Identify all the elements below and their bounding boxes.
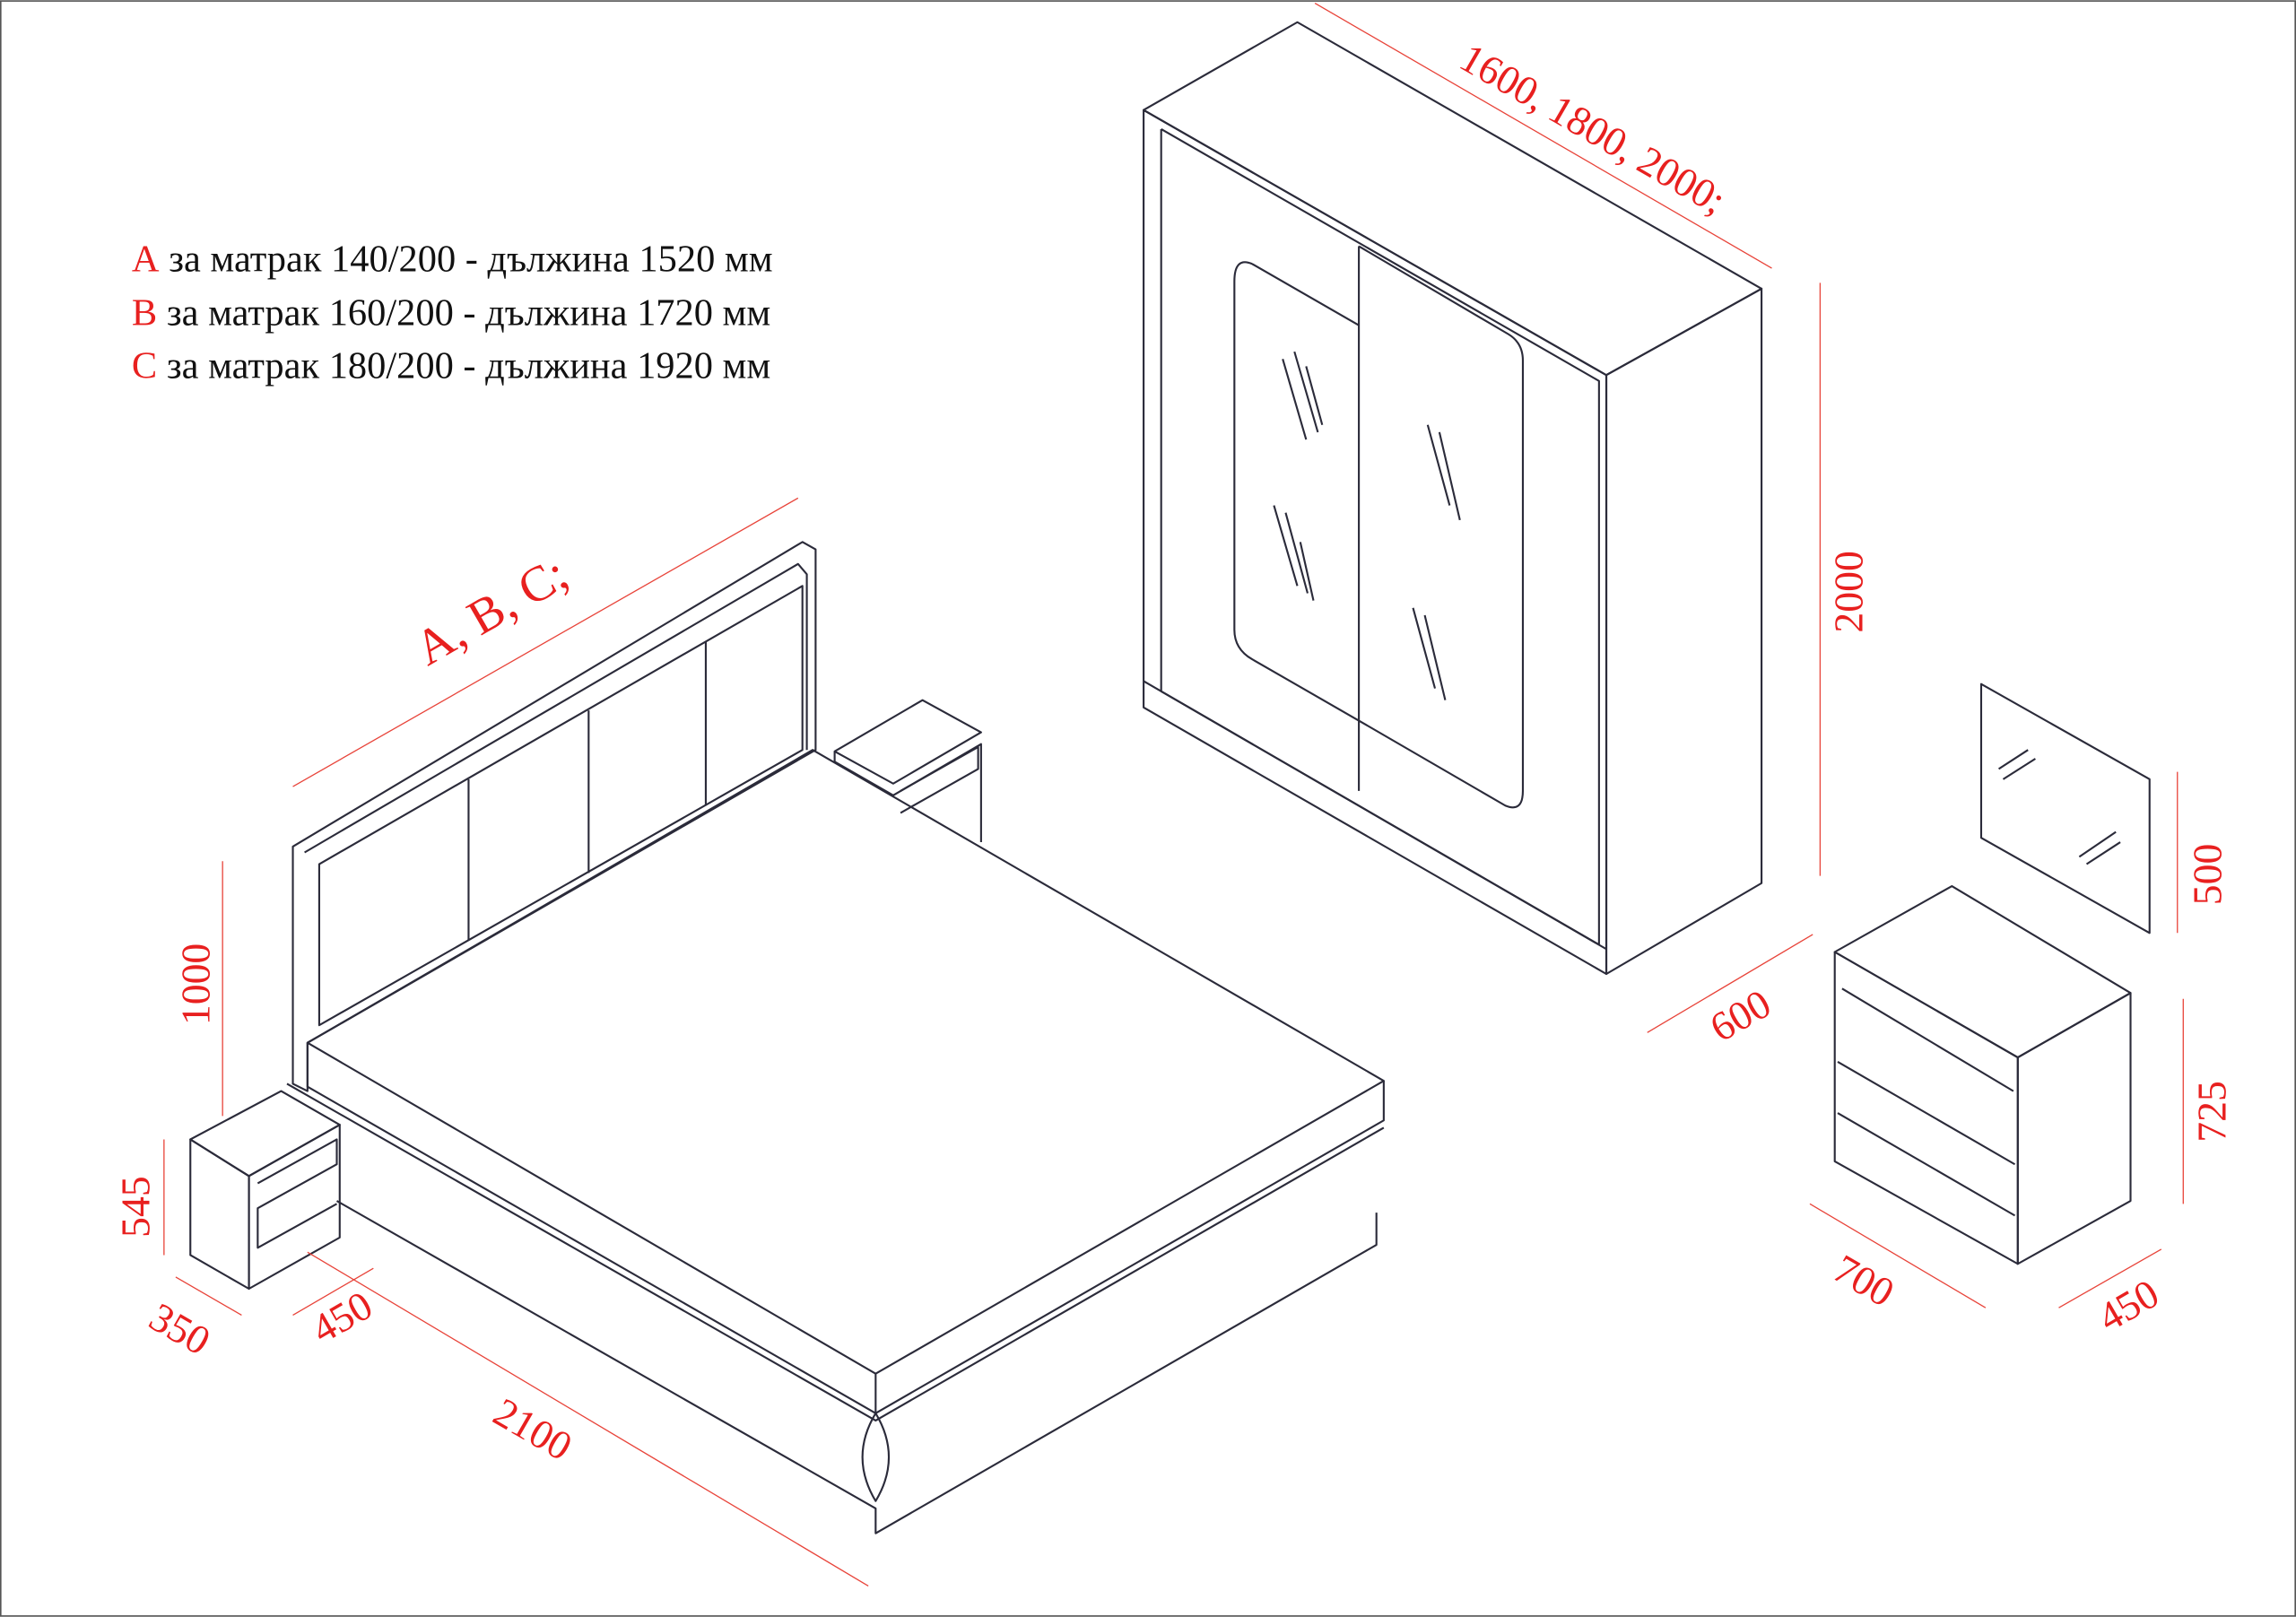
nightstand-front <box>248 1124 341 1291</box>
nightstand-side <box>189 1138 250 1291</box>
label-nightstand-width: 450 <box>304 1282 380 1352</box>
nightstand-body <box>833 743 982 843</box>
bed-base <box>335 1200 1378 1534</box>
label-wardrobe-width: 1600, 1800, 2000; <box>1452 34 1734 222</box>
dim-line-bed-width <box>292 497 799 787</box>
dim-line-wardrobe-width <box>1314 2 1772 269</box>
label-nightstand-depth: 350 <box>142 1293 218 1363</box>
dresser-side <box>2016 992 2132 1265</box>
dresser <box>1833 884 2132 1265</box>
dimension-lines <box>163 2 2184 1587</box>
label-wardrobe-depth: 600 <box>1702 980 1779 1050</box>
wardrobe-mirror <box>1233 245 1525 809</box>
nightstand-drawers <box>257 1138 338 1249</box>
wall-mirror-frame <box>1979 682 2151 935</box>
legend-item-b: B за матрак 160/200 - дължина 1720 мм <box>132 292 770 335</box>
dresser-shelf <box>1841 987 2014 1092</box>
dim-line-dresser-width <box>1809 1203 1987 1308</box>
wall-mirror <box>1979 682 2151 935</box>
label-bed-width: A, B, C; <box>406 546 578 676</box>
label-dresser-width: 700 <box>1826 1245 1902 1315</box>
label-bed-length: 2100 <box>486 1388 580 1469</box>
dim-line-nightstand-depth <box>175 1276 242 1316</box>
dresser-drawer-line <box>1837 1061 2016 1166</box>
wardrobe-rail <box>1143 680 1607 951</box>
mattress-side <box>306 1042 1385 1414</box>
dresser-top <box>1833 884 2132 1059</box>
headboard-edge <box>304 562 808 854</box>
legend: A за матрак 140/200 - дължина 1520 мм B … <box>132 238 773 387</box>
label-dresser-height: 725 <box>2189 1081 2235 1143</box>
dim-line-wardrobe-depth <box>1647 934 1813 1033</box>
bed <box>286 541 1385 1534</box>
nightstand-top <box>833 699 982 785</box>
label-nightstand-height: 545 <box>113 1176 159 1238</box>
label-wardrobe-height: 2000 <box>1826 551 1872 632</box>
wardrobe <box>1143 21 1763 976</box>
nightstand-drawers <box>900 745 979 814</box>
wardrobe-side <box>1605 287 1763 976</box>
nightstand-right <box>833 699 982 843</box>
bed-rail-cap <box>861 1413 890 1502</box>
wardrobe-front <box>1143 109 1608 976</box>
nightstand-left <box>189 1090 341 1291</box>
dresser-drawer-line <box>1837 1112 2016 1217</box>
legend-item-a: A за матрак 140/200 - дължина 1520 мм <box>132 238 773 280</box>
mirror-reflection-icon <box>1273 351 1461 700</box>
bed-rail <box>286 1082 1385 1422</box>
label-mirror-height: 500 <box>2185 844 2231 906</box>
label-dresser-depth: 450 <box>2091 1270 2167 1340</box>
headboard-panel <box>317 585 804 1027</box>
wardrobe-inner-frame <box>1160 128 1600 946</box>
legend-item-c: C за матрак 180/200 - дължина 1920 мм <box>132 345 770 387</box>
dresser-front <box>1833 951 2019 1265</box>
dim-line-dresser-depth <box>2058 1248 2162 1308</box>
dim-line-nightstand-width <box>292 1267 374 1316</box>
label-headboard-height: 1000 <box>172 943 218 1025</box>
nightstand-top <box>189 1090 341 1178</box>
dim-line-bed-length <box>307 1251 869 1587</box>
